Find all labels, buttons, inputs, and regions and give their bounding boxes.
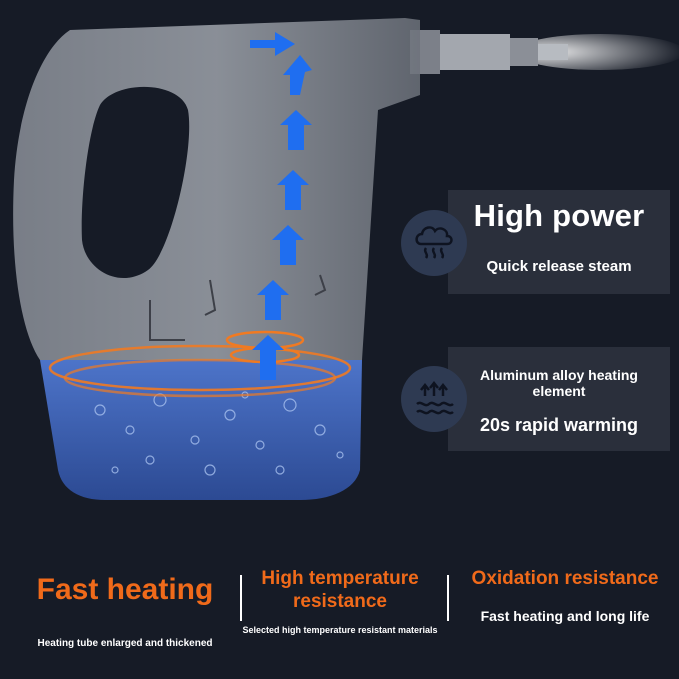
heat-waves-icon — [401, 366, 467, 432]
feature-card-high-power: High power Quick release steam — [448, 190, 670, 294]
feature-oxidation-resistance: Oxidation resistance Fast heating and lo… — [455, 567, 675, 624]
steam-cloud-icon — [401, 210, 467, 276]
feature-subtitle: Quick release steam — [486, 258, 632, 275]
feature-title: Aluminum alloy heating element — [480, 367, 638, 399]
feature-heading: Oxidation resistance — [471, 568, 659, 589]
internal-parts — [149, 274, 327, 341]
feature-card-heating-element: Aluminum alloy heating element 20s rapid… — [448, 347, 670, 451]
divider — [240, 575, 242, 621]
steam-flow-arrows — [250, 32, 312, 380]
feature-heading: High temperature resistance — [261, 568, 419, 612]
steamer-body — [13, 18, 420, 360]
feature-subtitle: 20s rapid warming — [479, 415, 639, 435]
nozzle — [410, 30, 568, 74]
water-tank — [40, 360, 362, 500]
handle-opening — [81, 86, 190, 279]
feature-heading: Fast heating — [36, 573, 214, 606]
divider — [447, 575, 449, 621]
feature-high-temperature: High temperature resistance Selected hig… — [240, 567, 440, 636]
steam-spray — [515, 34, 679, 70]
feature-description: Heating tube enlarged and thickened — [37, 638, 213, 649]
feature-title: High power — [473, 198, 645, 233]
feature-fast-heating: Fast heating Heating tube enlarged and t… — [20, 570, 230, 649]
feature-description: Selected high temperature resistant mate… — [242, 625, 438, 635]
feature-description: Fast heating and long life — [480, 608, 650, 624]
water-bubbles — [94, 391, 344, 476]
